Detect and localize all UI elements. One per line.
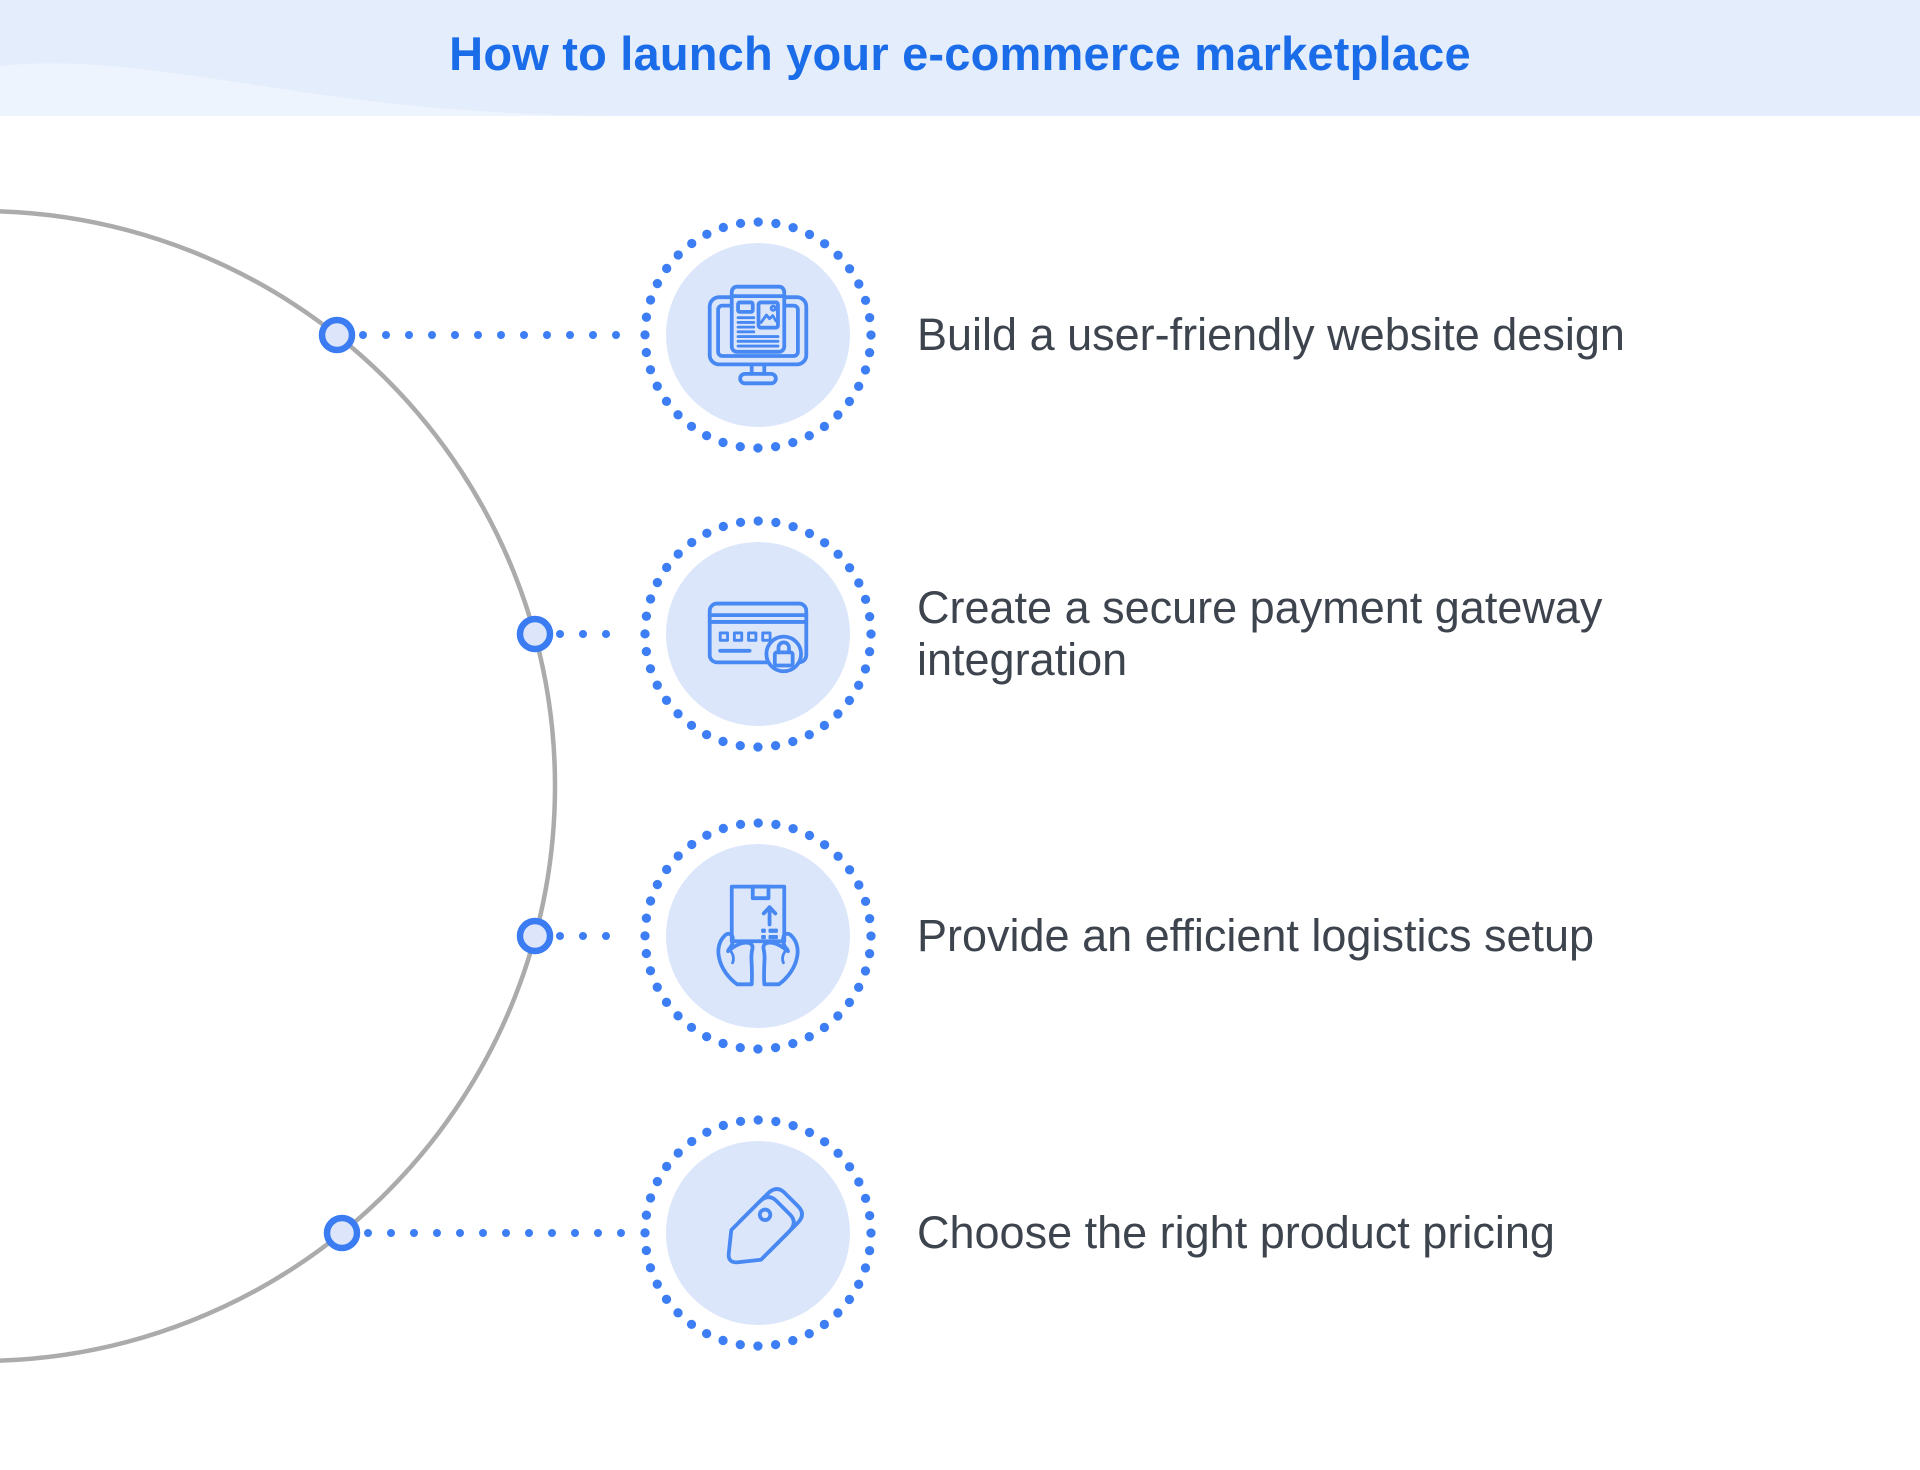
step-group-3 xyxy=(516,818,876,1054)
timeline-node-1 xyxy=(318,316,356,354)
step-group-1 xyxy=(318,217,876,453)
timeline-arc xyxy=(0,209,558,1363)
step-label-1: Build a user-friendly website design xyxy=(917,309,1625,360)
step-ring-3 xyxy=(640,818,876,1054)
step-label-2: Create a secure payment gateway integrat… xyxy=(917,582,1603,685)
step-ring-1 xyxy=(640,217,876,453)
tag-hole xyxy=(757,1207,773,1222)
step-ring-4 xyxy=(640,1115,876,1351)
step-disc-2 xyxy=(666,542,850,726)
timeline-node-2 xyxy=(516,615,554,653)
website-design-monitor-icon xyxy=(707,284,809,386)
logistics-hands-holding-box-icon xyxy=(716,884,800,987)
timeline-node-3 xyxy=(516,917,554,955)
step-label-3: Provide an efficient logistics setup xyxy=(917,910,1595,961)
header-band: How to launch your e-commerce marketplac… xyxy=(0,0,1920,116)
timeline-node-4 xyxy=(323,1214,361,1252)
front-tag xyxy=(726,1195,796,1265)
step-label-4: Choose the right product pricing xyxy=(917,1207,1555,1258)
step-group-2 xyxy=(516,516,876,752)
secure-payment-card-lock-icon xyxy=(707,601,809,674)
left-hand xyxy=(716,931,755,987)
step-ring-2 xyxy=(640,516,876,752)
step-disc-3 xyxy=(666,844,850,1028)
page-title: How to launch your e-commerce marketplac… xyxy=(449,26,1471,80)
header-wave-decoration xyxy=(0,63,620,116)
price-tag-icon xyxy=(726,1187,804,1265)
right-hand xyxy=(761,931,800,987)
step-group-4 xyxy=(323,1115,876,1351)
